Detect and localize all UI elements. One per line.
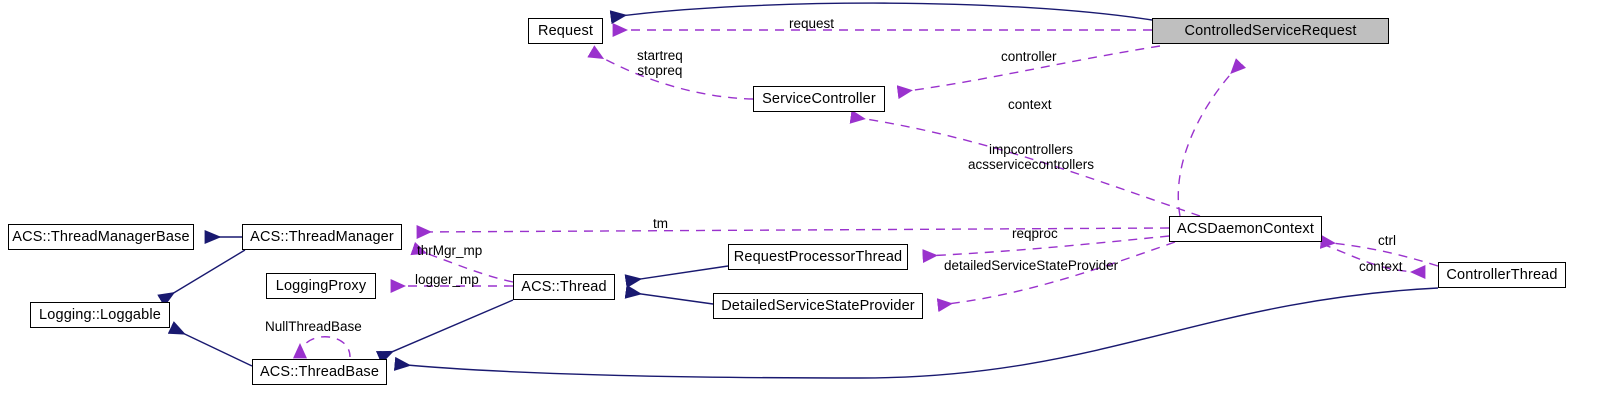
edge-inherit-threadmanager-loggable — [157, 249, 246, 307]
edge-usage-adc-rpt — [922, 235, 1170, 264]
edge-usage-thread-threadmanager — [410, 241, 514, 283]
node-request-processor-thread[interactable]: RequestProcessorThread — [728, 244, 908, 270]
edge-label-context-top: context — [1008, 97, 1052, 112]
node-acs-thread-base[interactable]: ACS::ThreadBase — [252, 359, 387, 385]
edge-usage-adc-sc — [849, 109, 1201, 217]
node-acs-thread[interactable]: ACS::Thread — [513, 274, 615, 300]
usage-edges — [292, 23, 1439, 359]
edge-label-tm: tm — [653, 216, 668, 231]
edge-inherit-csr-request — [609, 2, 1153, 25]
edge-usage-csr-sc — [896, 45, 1161, 100]
inheritance-edges — [157, 2, 1439, 379]
edge-usage-adc-csr — [1177, 58, 1246, 217]
edge-usage-adc-ct — [1321, 243, 1426, 280]
edge-inherit-rpt-thread — [624, 265, 729, 289]
node-request[interactable]: Request — [528, 18, 603, 44]
edge-label-thrmgr-mp: thrMgr_mp — [417, 243, 483, 258]
edge-label-detailedservicestateprovider: detailedServiceStateProvider — [944, 258, 1119, 273]
edge-inherit-threadbase-loggable — [167, 321, 253, 367]
edge-label-nullthreadbase: NullThreadBase — [265, 319, 362, 334]
node-controller-thread[interactable]: ControllerThread — [1438, 262, 1566, 288]
edge-label-context-right: context — [1359, 259, 1403, 274]
node-detailed-service-state-provider[interactable]: DetailedServiceStateProvider — [713, 293, 923, 319]
node-logging-loggable[interactable]: Logging::Loggable — [30, 302, 170, 328]
node-acs-thread-manager[interactable]: ACS::ThreadManager — [242, 224, 402, 250]
node-controlled-service-request[interactable]: ControlledServiceRequest — [1152, 18, 1389, 44]
edge-label-controller: controller — [1001, 49, 1057, 64]
edge-inherit-dssp-thread — [624, 284, 714, 305]
edge-inherit-controllerthread-threadbase — [393, 287, 1439, 379]
node-logging-proxy[interactable]: LoggingProxy — [266, 273, 376, 299]
edge-label-startreq-stopreq: startreq stopreq — [637, 48, 683, 79]
edge-label-request: request — [789, 16, 835, 31]
edge-label-ctrl: ctrl — [1378, 233, 1396, 248]
edge-label-impcontrollers-acsservicecontrollers: impcontrollers acsservicecontrollers — [968, 142, 1095, 173]
edge-label-reqproc: reqproc — [1012, 226, 1058, 241]
node-acs-thread-manager-base[interactable]: ACS::ThreadManagerBase — [8, 224, 194, 250]
edge-usage-adc-dssp — [936, 241, 1176, 313]
edge-usage-threadbase-self — [292, 336, 351, 359]
node-service-controller[interactable]: ServiceController — [753, 86, 885, 112]
edge-usage-adc-threadmanager — [416, 225, 1170, 240]
edge-label-logger-mp: logger_mp — [415, 272, 479, 287]
edge-inherit-thread-threadbase — [375, 299, 514, 364]
node-acs-daemon-context[interactable]: ACSDaemonContext — [1169, 216, 1322, 242]
edge-usage-sc-request — [587, 45, 754, 100]
